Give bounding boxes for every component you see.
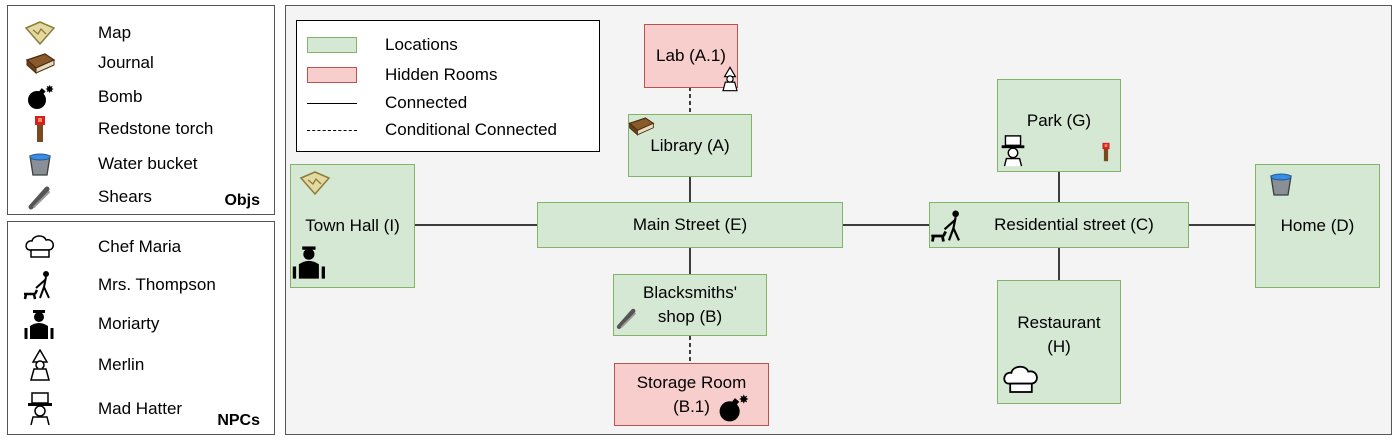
node-home-label: Home (D) [1280,216,1355,236]
wizard-icon [20,349,60,381]
connection-layer [415,87,1255,363]
legend-locations-label: Locations [385,35,458,54]
node-blacksmiths[interactable]: Blacksmiths' shop (B) [613,274,767,336]
bomb-icon: ✸ [719,393,749,422]
obj-item-journal[interactable]: Journal [20,48,260,78]
legend-connected-label: Connected [385,93,468,112]
objs-panel: Map Journal ✸ Bomb Redstone torch Water … [7,5,275,215]
legend-solid-line [307,102,357,104]
node-main-street-label: Main Street (E) [632,215,748,235]
svg-text:✸: ✸ [739,393,749,407]
moriarty-icon [292,246,325,279]
obj-label: Bomb [98,87,143,106]
woman-walking-dog-icon [931,210,960,242]
node-park[interactable]: Park (G) [997,79,1121,172]
obj-item-shears[interactable]: Shears [20,182,260,212]
npc-label: Mad Hatter [98,399,183,418]
node-residential-street[interactable]: Residential street (C) [929,202,1189,248]
obj-item-redstone-torch[interactable]: Redstone torch [20,114,260,144]
node-storage-room-label: Storage Room (B.1) [636,372,747,416]
water-bucket-icon [1270,173,1292,196]
wizard-icon [722,66,738,92]
woman-walking-dog-icon [20,270,60,300]
obj-item-water-bucket[interactable]: Water bucket [20,149,260,179]
npc-item-mrs-thompson[interactable]: Mrs. Thompson [20,270,260,300]
journal-icon [628,117,655,136]
legend: Locations Hidden Rooms Connected Conditi… [296,20,600,152]
legend-location-swatch [307,37,357,53]
npc-item-chef-maria[interactable]: Chef Maria [20,232,260,262]
obj-label: Journal [98,53,154,72]
map-icon [299,171,331,196]
node-lab[interactable]: Lab (A.1) [644,24,738,88]
map-icon [20,18,60,48]
npc-label: Merlin [98,355,145,374]
npcs-title: NPCs [217,412,260,429]
svg-text:✸: ✸ [45,83,54,96]
node-lab-label: Lab (A.1) [656,46,726,66]
npcs-panel: Chef Maria Mrs. Thompson Moriarty Merlin… [7,221,275,435]
mad-hatter-icon [1001,135,1025,167]
obj-label: Map [98,23,132,42]
chef-hat-icon [20,232,60,262]
legend-connected: Connected [307,91,467,115]
npc-item-mad-hatter[interactable]: Mad Hatter [20,392,260,426]
legend-hidden-swatch [307,67,357,83]
objs-title: Objs [224,192,260,209]
obj-label: Shears [98,187,152,206]
node-library[interactable]: Library (A) [628,114,752,177]
legend-locations: Locations [307,33,458,57]
npc-label: Mrs. Thompson [98,275,216,294]
npc-item-moriarty[interactable]: Moriarty [20,309,260,339]
bomb-icon: ✸ [20,82,60,112]
obj-item-map[interactable]: Map [20,18,260,48]
water-bucket-icon [20,149,60,179]
legend-dashed-line [307,129,357,131]
node-main-street[interactable]: Main Street (E) [537,202,843,248]
mad-hatter-icon [20,392,60,426]
obj-label: Redstone torch [98,119,214,138]
redstone-torch-icon [1102,142,1110,162]
legend-hidden-label: Hidden Rooms [385,65,498,84]
npc-item-merlin[interactable]: Merlin [20,349,260,381]
shears-icon [616,308,636,330]
legend-conditional-label: Conditional Connected [385,120,558,139]
node-blacksmiths-label: Blacksmiths' shop (B) [643,283,737,326]
node-restaurant-label: Restaurant (H) [1017,313,1101,356]
node-town-hall-label: Town Hall (I) [305,216,400,236]
legend-hidden-rooms: Hidden Rooms [307,63,497,87]
redstone-torch-icon [20,114,60,144]
node-park-label: Park (G) [1026,110,1092,130]
moriarty-icon [20,309,60,339]
npc-label: Chef Maria [98,237,182,256]
obj-item-bomb[interactable]: ✸ Bomb [20,82,260,112]
obj-label: Water bucket [98,154,198,173]
shears-icon [20,182,60,212]
node-residential-label: Residential street (C) [994,215,1154,235]
npc-label: Moriarty [98,314,160,333]
chef-hat-icon [1003,365,1038,393]
map-panel: Locations Hidden Rooms Connected Conditi… [285,5,1392,435]
journal-icon [20,48,60,78]
node-storage-room[interactable]: Storage Room (B.1) [614,363,769,426]
node-library-label: Library (A) [650,135,730,155]
legend-conditional: Conditional Connected [307,118,557,142]
